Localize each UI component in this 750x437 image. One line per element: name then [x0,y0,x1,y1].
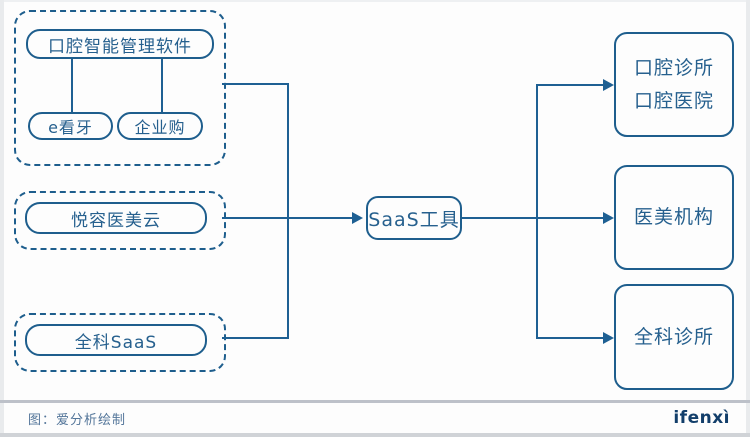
connector-to-dental-clinics [537,84,604,86]
figure-caption: 图：爱分析绘制 [28,413,127,428]
frame-bottom-edge [0,433,750,437]
group-dental-products [14,10,226,166]
connector-to-general-clinics [537,337,604,339]
frame-left-edge [0,0,4,437]
node-saas-tool: SaaS工具 [366,196,462,240]
node-medical-beauty-orgs: 医美机构 [614,165,734,270]
connector-dental-out [222,83,289,85]
node-dental-clinics-hospitals: 口腔诊所 口腔医院 [614,32,734,137]
frame-top-edge [0,0,750,2]
connector-dental-child-1 [71,59,73,112]
arrow-into-general-clinics [603,332,614,344]
beauty-orgs-label: 医美机构 [633,206,714,228]
node-dental-management-software: 口腔智能管理软件 [26,29,214,59]
arrow-into-dental-clinics [603,79,614,91]
dental-clinics-line-1: 口腔诊所 [633,56,714,79]
connector-saas-out-mid [462,217,604,219]
node-general-saas: 全科SaaS [25,324,207,356]
arrow-into-beauty-orgs [603,212,614,224]
dental-clinics-line-2: 口腔医院 [633,89,714,112]
connector-dental-child-2 [161,59,163,112]
connector-general-out [222,337,289,339]
general-clinics-label: 全科诊所 [633,325,714,348]
arrow-into-saas-tool [352,212,363,224]
node-ekanya: e看牙 [28,112,113,140]
connector-right-bus [536,84,538,339]
node-enterprise-purchase: 企业购 [117,112,203,140]
node-general-clinics: 全科诊所 [614,284,734,390]
connector-left-bus [287,83,289,339]
footer-divider [0,400,750,403]
node-yuerong-cloud: 悦容医美云 [25,202,207,234]
ifenxi-logo: ifenxì [673,408,730,428]
frame-right-edge [746,0,750,437]
group-medical-beauty [14,191,226,250]
group-general-practice [14,313,226,372]
